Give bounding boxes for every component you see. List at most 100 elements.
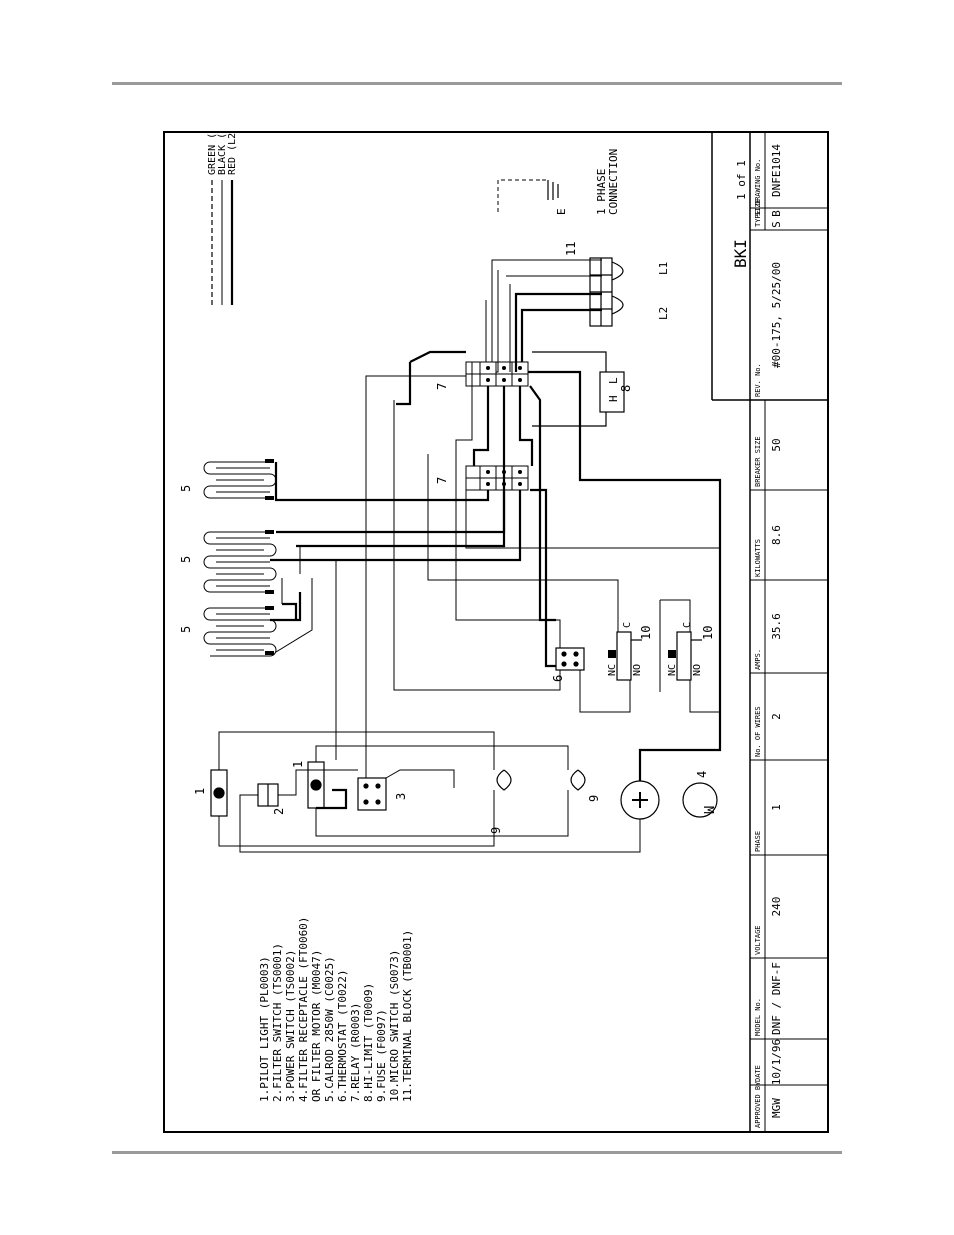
title-block-value: S [770,221,783,228]
wires-thin [218,259,721,853]
title-block-value: 8.6 [770,525,783,545]
label-contact-nc: NC [607,664,618,676]
heater-elements [203,461,277,657]
motor [682,782,718,818]
label-contact-c: C [622,622,633,628]
hi-limit [532,351,625,427]
parts-list-item: 7.RELAY (R0003) [349,1003,362,1102]
legend-black-label: BLACK (L1) [217,133,228,175]
parts-list-item: 9.FUSE (F0097) [375,1009,388,1102]
title-block-header: BREAKER SIZE [754,436,762,487]
label-heater: 5 [179,485,193,492]
filter-switch [257,783,279,807]
title-block-header: MODEL No. [754,998,762,1036]
parts-list-item: 4.FILTER RECEPTACLE (FT0060) [297,917,310,1102]
label-pilot-light: 1 [193,788,207,795]
line-l1-label: L1 [657,262,670,275]
label-relay: 7 [435,477,449,484]
label-terminal-block: 11 [564,242,578,256]
title-block-header: No. OF WIRES [754,706,762,757]
heater-terminals [265,459,274,655]
parts-list-item: 3.POWER SWITCH (TS0002) [284,950,297,1102]
micro-switch-a [616,631,642,681]
label-fuse: 9 [587,795,601,802]
title-block-value: MGW [770,1098,783,1118]
title-block-value: #00-175, 5/25/00 [770,262,783,368]
title-block-value: B [770,210,783,217]
bottom-rule [112,1151,842,1154]
title-block-value: 35.6 [770,613,783,640]
title-block-header: TYPE [754,210,762,227]
parts-list-item: 8.HI-LIMIT (T0009) [362,983,375,1102]
micro-switch-b [676,631,702,681]
top-rule [112,82,842,85]
label-heater: 5 [179,556,193,563]
label-micro-switch: 10 [701,626,715,640]
label-power-switch: 3 [394,793,408,800]
wiring-diagram: 1.PILOT LIGHT (PL0003)2.FILTER SWITCH (T… [179,133,827,1131]
title-block-value: 2 [770,713,783,720]
drawing-frame: 1.PILOT LIGHT (PL0003)2.FILTER SWITCH (T… [163,131,829,1133]
ground-symbol [497,179,559,212]
label-hi-limit-h: H [607,395,620,402]
pilot-light-b [307,761,325,809]
title-block-value: DNF / DNF-F [770,962,783,1035]
wire-legend [211,180,234,305]
title-block-header: SIZE [754,199,762,216]
fuse-b [570,769,586,791]
label-contact-no: NO [632,664,643,676]
parts-list-item: 10.MICRO SWITCH (S0073) [388,950,401,1102]
title-block-value: 50 [770,438,783,451]
label-contact-c: C [682,622,693,628]
connection-label: CONNECTION [607,149,620,215]
connection-label: 1 PHASE [595,169,608,215]
title-block-header: AMPS. [754,649,762,670]
label-fuse: 9 [489,827,503,834]
label-hi-limit: 8 [619,385,633,392]
label-contact-nc: NC [667,664,678,676]
pilot-light-a [210,769,228,817]
title-block-header: REV. No. [754,363,762,397]
parts-list-item: 6.THERMOSTAT (T0022) [336,970,349,1102]
thermostat [555,647,585,671]
bki-logo: BKI [731,239,750,268]
title-block-header: KILOWATTS [754,539,762,577]
title-block-header: APPROVED BY [754,1081,762,1128]
label-hi-limit-l: L [607,377,620,384]
label-motor: M [700,806,715,814]
label-relay: 7 [435,383,449,390]
title-block-value: 1 [770,804,783,811]
relay-lower [465,465,529,491]
relay-upper [465,361,529,387]
label-receptacle: 4 [695,771,709,778]
label-thermostat: 6 [551,675,565,682]
parts-list-item: OR FILTER MOTOR (M0047) [310,950,323,1102]
label-filter-switch: 2 [272,808,286,815]
power-switch [357,777,387,811]
line-l2-label: L2 [657,307,670,320]
fuse-a [496,769,512,791]
label-heater: 5 [179,626,193,633]
receptacle [620,780,660,820]
parts-list-item: 1.PILOT LIGHT (PL0003) [258,956,271,1102]
parts-list-item: 5.CALROD 2850W (C0025) [323,956,336,1102]
title-block-header: VOLTAGE [754,925,762,955]
wires-heavy [270,292,722,810]
ground-label: E [555,208,568,215]
label-micro-switch: 10 [639,626,653,640]
label-pilot-light: 1 [291,761,305,768]
legend-red-label: RED (L2) [227,133,238,175]
title-block [711,133,827,1131]
parts-list-item: 11.TERMINAL BLOCK (TB0001) [401,930,414,1102]
title-block-value: 240 [770,897,783,917]
label-contact-no: NO [692,664,703,676]
title-block-header: PHASE [754,831,762,852]
legend-green-label: GREEN (GND) [207,133,218,175]
title-block-header: DATE [754,1065,762,1082]
terminal-block [589,257,624,327]
title-block-header: DRAWING No. [754,159,762,205]
title-block-value: DNFE1014 [770,144,783,197]
parts-list-item: 2.FILTER SWITCH (TS0001) [271,943,284,1102]
sheet-number: 1 of 1 [735,160,748,200]
title-block-value: 10/1/96 [770,1039,783,1085]
